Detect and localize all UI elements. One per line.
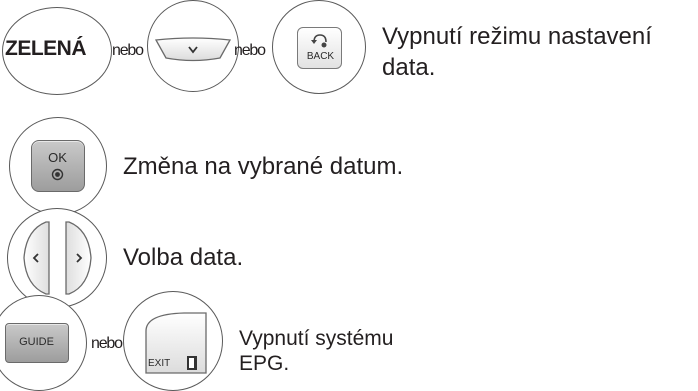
exit-epg-desc: Vypnutí systému EPG. <box>239 327 394 375</box>
exit-date-setting-desc: Vypnutí režimu nastavení data. <box>382 23 652 81</box>
door-icon <box>186 355 198 376</box>
or-label-1: nebo <box>112 42 144 59</box>
exit-key-label: EXIT <box>148 358 171 369</box>
guide-key[interactable]: GUIDE <box>5 323 69 363</box>
down-key[interactable] <box>154 36 232 62</box>
chevron-left-icon <box>31 251 41 269</box>
or-label-3: nebo <box>91 335 123 352</box>
select-date-desc: Volba data. <box>123 244 244 271</box>
dot-icon <box>51 168 64 186</box>
chevron-down-icon <box>187 42 199 60</box>
exit-key[interactable]: EXIT <box>144 311 208 375</box>
back-key-label: BACK <box>306 51 335 62</box>
back-key[interactable]: BACK <box>297 27 342 69</box>
guide-key-label: GUIDE <box>19 336 54 348</box>
ok-key[interactable]: OK <box>31 140 85 192</box>
chevron-right-icon <box>74 251 84 269</box>
green-key-label[interactable]: ZELENÁ <box>5 37 87 60</box>
ok-key-label: OK <box>48 150 67 165</box>
or-label-2: nebo <box>234 42 266 59</box>
left-key[interactable] <box>20 220 52 296</box>
change-date-desc: Změna na vybrané datum. <box>123 153 404 180</box>
back-arrow-icon <box>310 32 330 53</box>
green-key-circle <box>2 7 112 95</box>
right-key[interactable] <box>63 220 95 296</box>
